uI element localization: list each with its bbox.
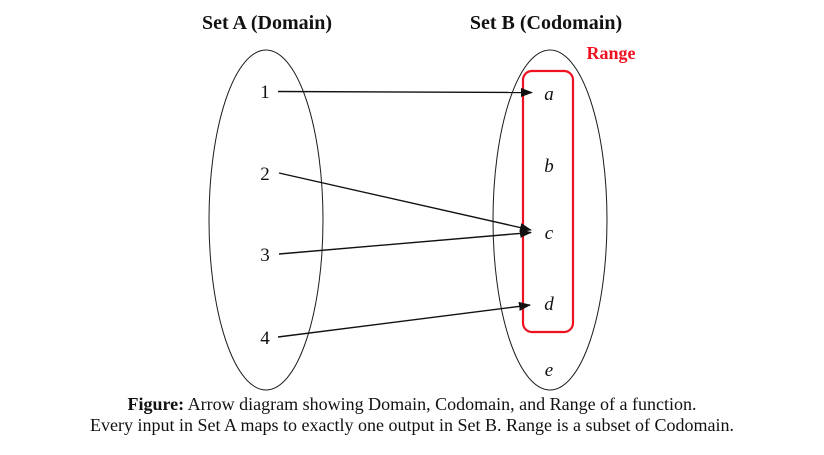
domain-element-4: 4 [260, 328, 270, 349]
figure-caption: Figure: Arrow diagram showing Domain, Co… [0, 394, 824, 436]
codomain-element-c: c [545, 223, 554, 244]
set-b-title: Set B (Codomain) [470, 12, 622, 34]
codomain-ellipse [492, 49, 608, 391]
arrow-4-to-d [277, 301, 531, 338]
range-label: Range [587, 43, 636, 63]
caption-line-1: Figure: Arrow diagram showing Domain, Co… [0, 394, 824, 415]
function-mapping-diagram: Set A (Domain) Set B (Codomain) Range 1 … [202, 12, 636, 391]
range-box [521, 69, 575, 334]
domain-element-1: 1 [260, 82, 270, 103]
codomain-element-b: b [544, 156, 554, 177]
domain-element-2: 2 [260, 164, 270, 185]
set-a-title: Set A (Domain) [202, 12, 332, 34]
caption-line-1-text: Arrow diagram showing Domain, Codomain, … [187, 394, 697, 414]
arrow-2-to-c [278, 172, 532, 232]
domain-ellipse [208, 49, 324, 391]
codomain-element-d: d [544, 294, 554, 315]
caption-figure-label: Figure: [127, 394, 185, 414]
arrow-3-to-c [278, 228, 532, 255]
codomain-element-e: e [545, 360, 553, 381]
arrow-1-to-a [277, 87, 533, 97]
domain-element-3: 3 [260, 245, 270, 266]
caption-line-2: Every input in Set A maps to exactly one… [90, 415, 734, 435]
codomain-element-a: a [544, 84, 554, 105]
